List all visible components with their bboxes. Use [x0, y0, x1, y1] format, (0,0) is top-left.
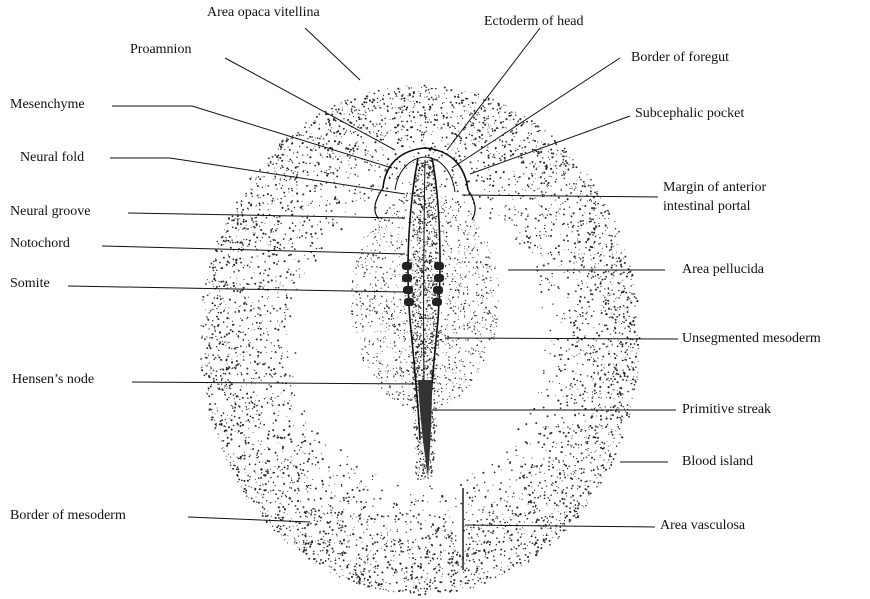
label-neural-fold: Neural fold — [20, 150, 84, 166]
label-neural-groove: Neural groove — [10, 204, 90, 220]
label-border-of-foregut: Border of foregut — [631, 50, 729, 66]
foregut-border-left — [375, 188, 383, 218]
label-mesenchyme: Mesenchyme — [10, 97, 85, 113]
label-proamnion: Proamnion — [130, 42, 191, 58]
label-margin-anterior-line2: intestinal portal — [663, 199, 750, 215]
label-ectoderm-of-head: Ectoderm of head — [484, 14, 584, 30]
label-unsegmented-mesoderm: Unsegmented mesoderm — [682, 331, 821, 347]
area-opaca-stipple — [200, 85, 640, 596]
label-notochord: Notochord — [10, 236, 70, 252]
label-subcephalic-pocket: Subcephalic pocket — [635, 106, 744, 122]
label-blood-island: Blood island — [682, 454, 753, 470]
label-area-vasculosa: Area vasculosa — [660, 518, 745, 534]
label-area-opaca-vitellina: Area opaca vitellina — [207, 5, 320, 21]
label-primitive-streak: Primitive streak — [682, 402, 771, 418]
label-hensens-node: Hensen’s node — [12, 372, 94, 388]
label-margin-anterior-line1: Margin of anterior — [663, 180, 766, 196]
embryo-structures — [375, 148, 475, 570]
label-border-of-mesoderm: Border of mesoderm — [10, 508, 126, 524]
label-somite: Somite — [10, 276, 50, 292]
label-area-pellucida: Area pellucida — [682, 262, 764, 278]
